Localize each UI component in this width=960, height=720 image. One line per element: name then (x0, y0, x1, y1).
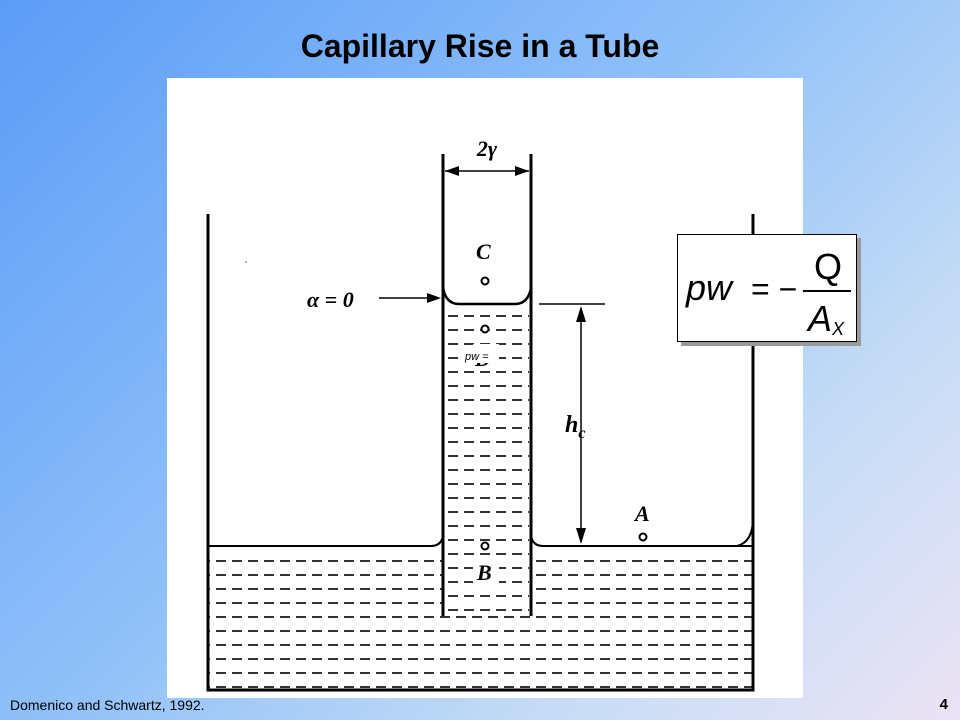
rise-height-main: h (565, 412, 578, 438)
point-a-label: A (633, 501, 650, 526)
rise-arrow-bottom (576, 528, 586, 544)
water-under-tube (443, 616, 531, 690)
formula-denominator: AX (806, 298, 845, 339)
formula-denominator-sub: X (831, 319, 845, 339)
formula-equals: = − (751, 271, 797, 307)
slide-title: Capillary Rise in a Tube (300, 28, 660, 64)
rise-arrow-top (576, 306, 586, 322)
width-arrow-right (515, 166, 529, 176)
tube-width-label: 2γ (476, 136, 498, 161)
point-c-label: C (476, 239, 491, 264)
small-formula-label: pw = (464, 351, 489, 363)
formula-box: pw = − Q AX (677, 234, 857, 342)
point-d-dot (480, 324, 490, 334)
container-wall (206, 214, 755, 692)
rise-height-sub: c (578, 425, 585, 442)
capillary-diagram: 2γ α = 0 hc C D pw = A B (167, 78, 803, 698)
contact-angle-arrowhead (427, 293, 441, 303)
page-number: 4 (939, 696, 948, 713)
water-outer-right (531, 548, 753, 690)
water-outer-left (208, 548, 443, 690)
citation: Domenico and Schwartz, 1992. (10, 697, 205, 713)
formula-lhs: pw (685, 267, 734, 308)
point-b-label: B (476, 560, 492, 585)
formula-numerator: Q (814, 246, 842, 287)
point-b-label-bg (473, 558, 499, 584)
point-a-dot (638, 532, 648, 542)
formula-svg: pw = − Q AX (685, 246, 851, 339)
point-c-dot (480, 276, 490, 286)
rise-height-label: hc (565, 412, 585, 442)
width-arrow-left (445, 166, 459, 176)
diagram-svg: 2γ α = 0 hc C D pw = A B (206, 136, 755, 692)
speck (245, 261, 247, 263)
small-formula-bg (463, 349, 497, 363)
container-right-corner (736, 517, 754, 547)
meniscus (441, 287, 533, 306)
water-surface-left (208, 535, 444, 547)
contact-angle-label: α = 0 (307, 287, 354, 312)
formula-denominator-main: A (806, 298, 832, 339)
point-b-dot (480, 541, 490, 551)
